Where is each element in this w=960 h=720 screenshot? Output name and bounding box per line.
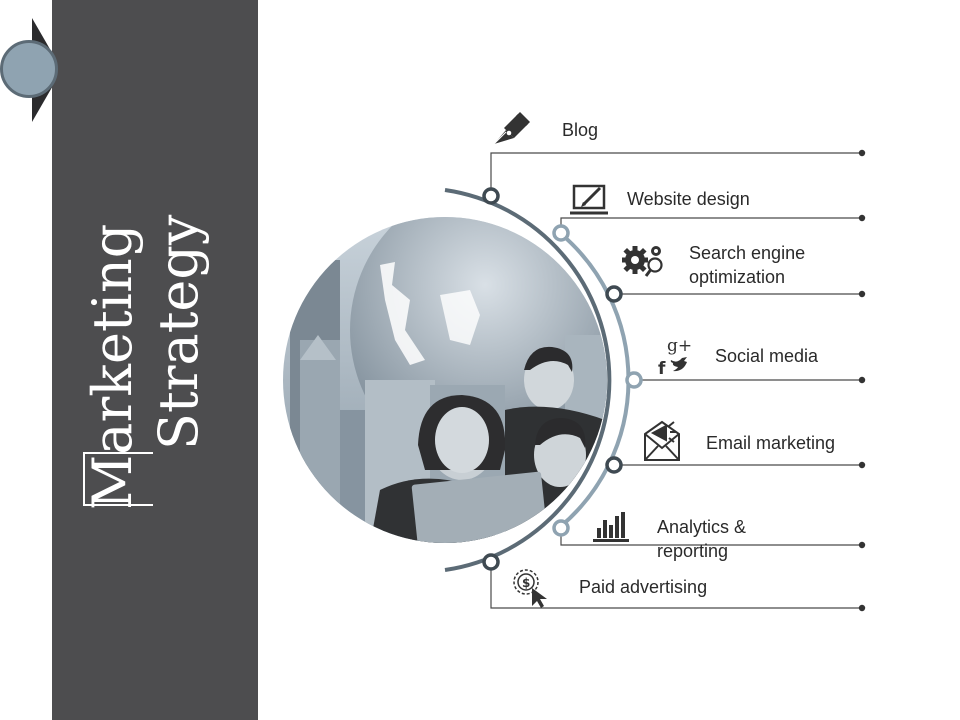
item-label-website-design: Website design <box>627 189 750 209</box>
laptop-pencil-icon <box>570 184 608 215</box>
item-label-seo-line2: optimization <box>689 267 786 287</box>
item-label-analytics-line2: reporting <box>657 541 729 561</box>
pen-nib-icon <box>493 112 530 145</box>
envelope-megaphone-icon <box>644 420 680 461</box>
dollar-cursor-icon: $ <box>513 569 547 608</box>
title-bracket <box>83 452 153 506</box>
social-glyph-f: f <box>658 359 666 379</box>
item-label-analytics: Analytics & reporting <box>657 515 746 563</box>
social-glyph-gplus: g+ <box>667 336 692 356</box>
item-label-social-media: Social media <box>715 346 819 366</box>
sidebar-panel <box>52 0 258 720</box>
social-media-icon: g+ f <box>658 336 692 379</box>
dollar-glyph: $ <box>522 576 530 590</box>
item-label-blog: Blog <box>562 120 599 140</box>
end-dots <box>858 149 866 612</box>
arc-nodes <box>482 187 643 571</box>
item-label-seo: Search engine optimization <box>689 241 805 289</box>
item-label-analytics-line1: Analytics & <box>657 517 747 537</box>
gears-magnifier-icon <box>622 246 663 277</box>
business-team-photo <box>283 217 607 543</box>
item-label-email-marketing: Email marketing <box>706 433 836 453</box>
bar-chart-icon <box>593 512 629 542</box>
item-label-seo-line1: Search engine <box>689 243 806 263</box>
tab-circle-shape <box>0 40 58 98</box>
item-label-paid-advertising: Paid advertising <box>579 577 708 597</box>
